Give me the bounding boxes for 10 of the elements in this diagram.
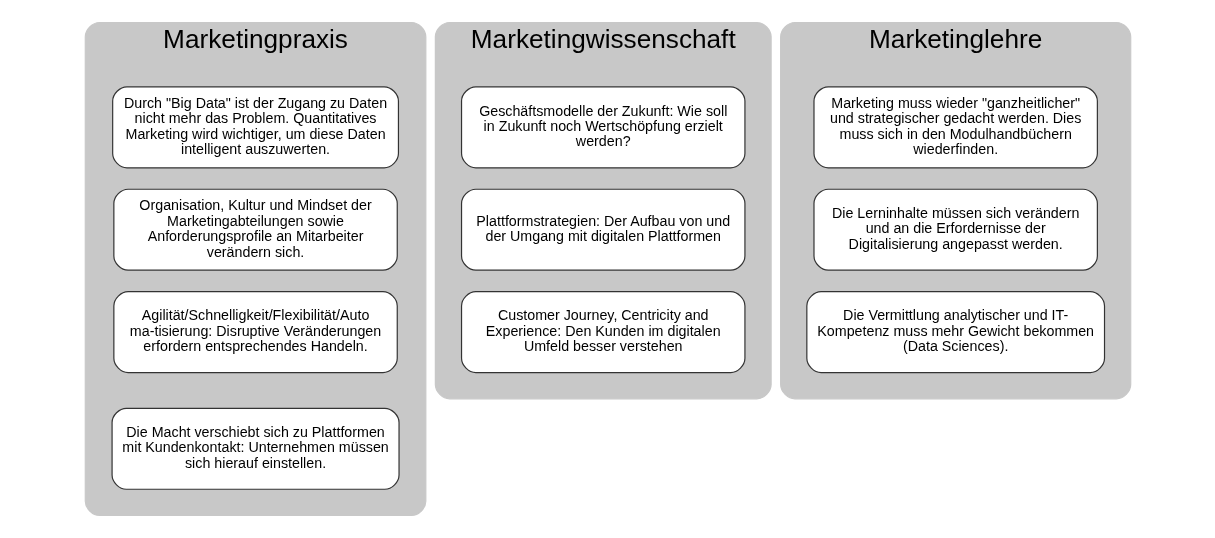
node-box: Agilität/Schnelligkeit/Flexibilität/Automa-tisierung: Disruptive Veränderungen erfordern entsprechendes Handeln.	[112, 291, 398, 374]
node-box: Marketing muss wieder "ganzheitlicher" und strategischer gedacht werden. Dies muss sich in den Modulhandbüchern wiederfinden.	[812, 86, 1098, 169]
node-box: Die Lerninhalte müssen sich verändern und an die Erfordernisse der Digitalisierung angepasst werden.	[812, 188, 1098, 271]
node-box: Die Vermittlung analytischer und IT-Kompetenz muss mehr Gewicht bekommen (Data Sciences).	[805, 291, 1105, 374]
node-box: Durch "Big Data" ist der Zugang zu Daten nicht mehr das Problem. Quantitatives Marketing wird wichtiger, um diese Daten intelligent auszuwerten.	[111, 86, 399, 169]
node-box: Plattformstrategien: Der Aufbau von und der Umgang mit digitalen Plattformen	[460, 188, 746, 271]
node-box: Organisation, Kultur und Mindset der Marketingabteilungen sowie Anforderungsprofile an Mitarbeiter verändern sich.	[112, 188, 398, 271]
node-box: Customer Journey, Centricity and Experience: Den Kunden im digitalen Umfeld besser verstehen	[460, 291, 746, 374]
node-box: Geschäftsmodelle der Zukunft: Wie soll in Zukunft noch Wertschöpfung erzielt werden?	[460, 86, 746, 169]
node-box: Die Macht verschiebt sich zu Plattformen mit Kundenkontakt: Unternehmen müssen sich hierauf einstellen.	[111, 407, 400, 490]
